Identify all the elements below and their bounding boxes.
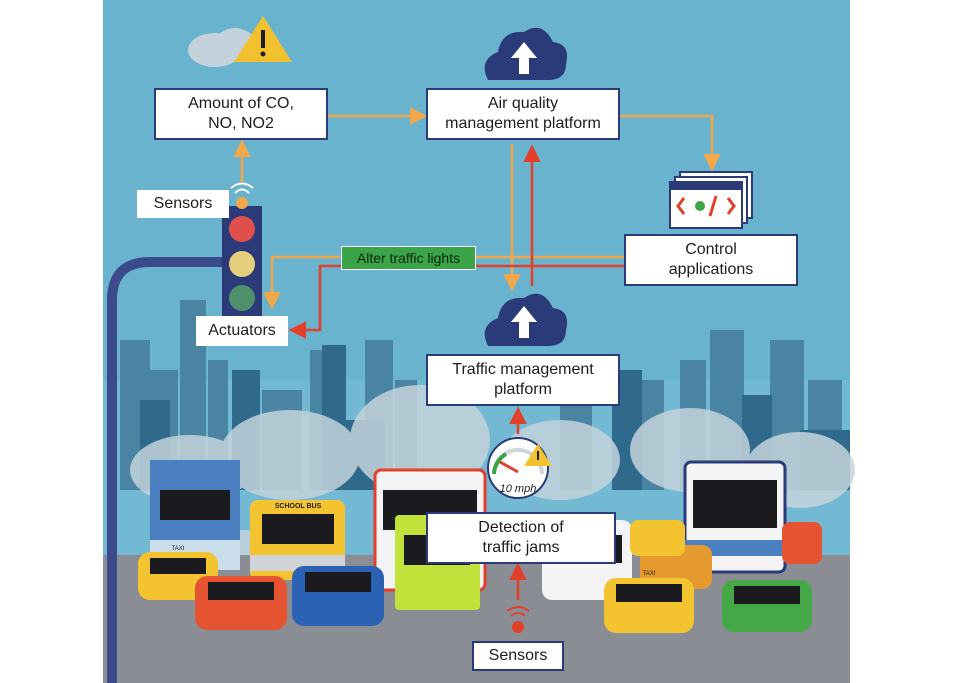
road-sensor-icon (506, 606, 530, 633)
speedometer-icon (487, 437, 552, 499)
speed-readout: 10 mph (500, 483, 537, 495)
cloud-upload-icon-top (484, 27, 568, 80)
sensors-bottom-label: Sensors (488, 647, 548, 664)
sensors-top-label: Sensors (153, 195, 213, 212)
sensors-top-box: Sensors (137, 190, 229, 218)
actuators-label: Actuators (208, 322, 276, 339)
blue-car (292, 566, 384, 626)
tm-line-1: Traffic management (452, 361, 594, 378)
arrow-aq-to-control-icon (620, 114, 721, 172)
aq-line-2: management platform (445, 115, 601, 132)
school-bus (250, 500, 345, 580)
green-car (722, 580, 812, 632)
red-car (195, 576, 287, 630)
control-line-2: applications (668, 261, 754, 278)
air-quality-platform-box: Air quality management platform (426, 88, 620, 140)
red-car-right (782, 522, 822, 564)
code-window-icon (669, 171, 753, 229)
yellow-taxi-mid (630, 520, 685, 556)
orange-arrows (233, 107, 721, 306)
amount-line-2: NO, NO2 (208, 115, 274, 132)
detection-line-1: Detection of (478, 519, 564, 536)
actuators-box: Actuators (196, 316, 288, 346)
street-pole (107, 257, 225, 683)
school-bus-text: SCHOOL BUS (275, 503, 322, 510)
taxi-sign-right: TAXI (643, 571, 656, 577)
traffic-management-platform-box: Traffic management platform (426, 354, 620, 406)
aq-line-1: Air quality (487, 95, 559, 112)
detection-line-2: traffic jams (482, 539, 560, 556)
control-line-1: Control (685, 241, 737, 258)
arrow-control-to-actuators-orange (272, 255, 624, 306)
traffic-light (222, 182, 262, 318)
detection-of-traffic-jams-box: Detection of traffic jams (426, 512, 616, 564)
control-applications-box: Control applications (624, 234, 798, 286)
cloud-upload-icon-mid (484, 293, 568, 346)
amount-of-gases-box: Amount of CO, NO, NO2 (154, 88, 328, 140)
tm-line-2: platform (494, 381, 552, 398)
sensors-bottom-box: Sensors (472, 641, 564, 671)
alter-traffic-lights-label: Alter traffic lights (341, 246, 476, 270)
taxi-sign-left: TAXI (172, 546, 185, 552)
yellow-taxi-right (604, 578, 694, 633)
alter-traffic-text: Alter traffic lights (356, 250, 461, 266)
blue-bus (683, 460, 787, 574)
warning-cloud-icon (188, 16, 292, 67)
amount-line-1: Amount of CO, (188, 95, 294, 112)
